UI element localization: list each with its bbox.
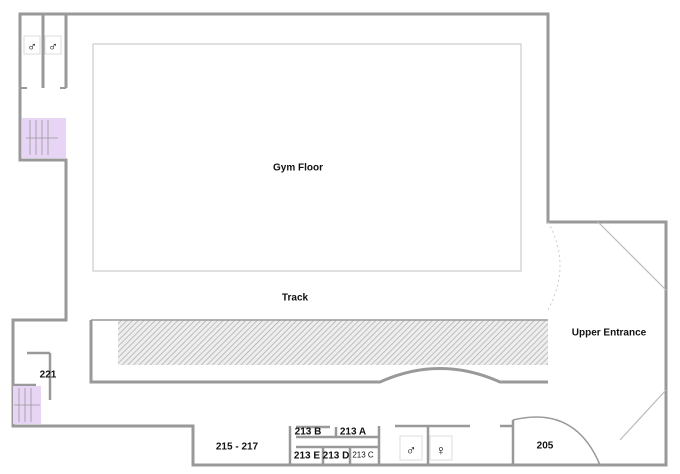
restroom-icon: ♂ — [27, 39, 37, 54]
gym-floor-area — [92, 43, 522, 272]
hatched-area — [118, 320, 548, 365]
room-205: 205 — [536, 440, 554, 452]
room-gym-floor: Gym Floor — [272, 162, 324, 174]
room-213c: 213 C — [352, 450, 374, 460]
restroom-icon: ♂ — [48, 39, 58, 54]
track-inner-wall — [89, 320, 548, 384]
room-215-217: 215 - 217 — [215, 441, 259, 453]
mens-restroom-icon: ♂ — [406, 442, 417, 458]
room-213b: 213 B — [294, 426, 322, 438]
room-track: Track — [281, 292, 309, 304]
outer-wall — [11, 12, 668, 467]
room-upper-entrance: Upper Entrance — [571, 327, 647, 339]
room-213e: 213 E — [293, 450, 321, 462]
room-213a: 213 A — [339, 426, 367, 438]
womens-restroom-icon: ♀ — [436, 442, 447, 458]
room-221: 221 — [39, 369, 57, 381]
room-213d: 213 D — [322, 450, 350, 462]
